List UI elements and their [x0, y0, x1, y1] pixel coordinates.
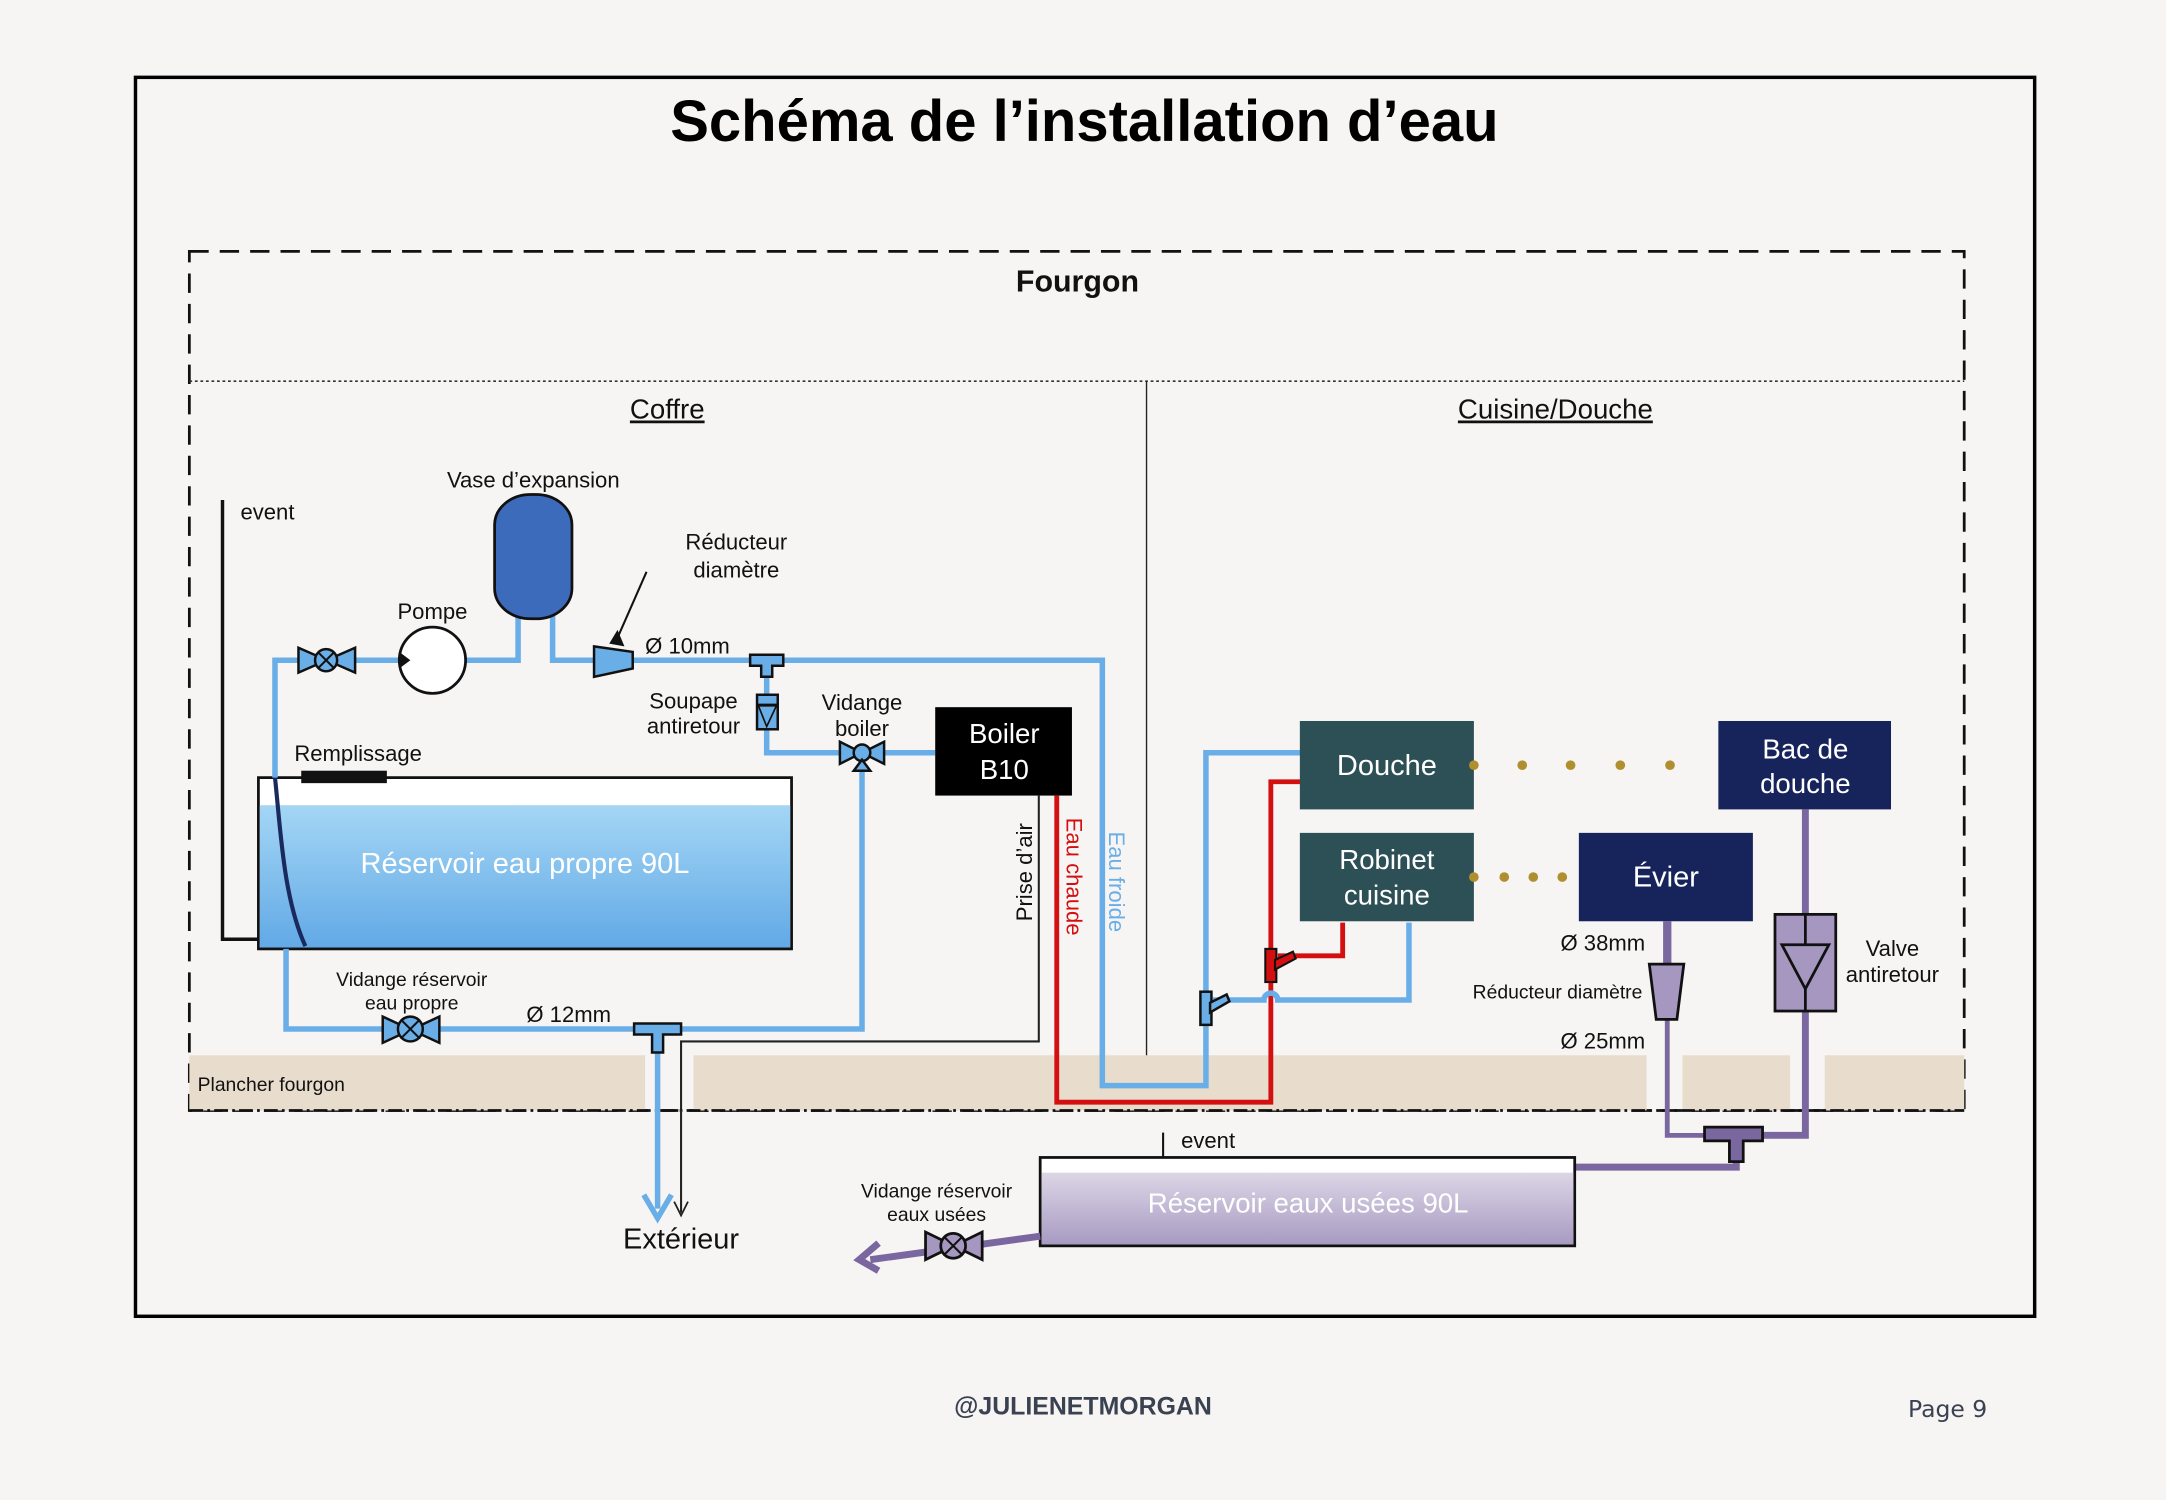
waste-check-valve-label-2: antiretour [1846, 962, 1939, 987]
waste-vent-label: event [1181, 1128, 1235, 1153]
tap-to-sink-connector [1469, 872, 1568, 882]
cold-pipe-boiler-drain [283, 762, 865, 1032]
clean-water-tank-label: Réservoir eau propre 90L [361, 848, 690, 880]
clean-drain-label-1: Vidange réservoir [336, 970, 488, 991]
tee-fitting-check [748, 653, 785, 679]
check-valve-label-2: antiretour [647, 713, 740, 738]
shower-tray-label-1: Bac de [1762, 733, 1848, 764]
shower-tray [1718, 720, 1892, 810]
sink-label: Évier [1633, 861, 1699, 894]
cold-water-label: Eau froide [1104, 831, 1129, 932]
shower-tray-label-2: douche [1760, 768, 1851, 799]
waste-check-valve-icon [1773, 912, 1838, 1013]
air-intake-arrowhead [673, 1201, 689, 1218]
reducer-label-2: diamètre [693, 557, 779, 582]
section-label-cuisine: Cuisine/Douche [1458, 394, 1653, 425]
boiler-label-1: Boiler [969, 718, 1040, 749]
waste-tee-fitting [1703, 1125, 1764, 1163]
hot-water-label: Eau chaude [1061, 818, 1086, 936]
kitchen-tap-label-2: cuisine [1344, 880, 1430, 911]
clean-tank-drain-valve[interactable] [381, 1014, 441, 1045]
check-valve-label-1: Soupape [649, 689, 737, 714]
waste-water-tank-label: Réservoir eaux usées 90L [1148, 1188, 1469, 1219]
check-valve-icon [755, 693, 779, 731]
fill-inlet [301, 770, 387, 784]
boiler [935, 707, 1072, 796]
footer-handle: @JULIENETMORGAN [954, 1392, 1212, 1420]
gate-valve-main[interactable] [297, 645, 357, 675]
pump-icon [397, 625, 467, 695]
boiler-label-2: B10 [980, 754, 1029, 785]
cold-pipe-vessel-out [549, 614, 595, 663]
air-intake-line [680, 795, 1040, 1213]
boiler-drain-label-1: Vidange [822, 690, 903, 715]
vehicle-label: Fourgon [1016, 264, 1139, 298]
clean-drain-label-2: eau propre [365, 994, 459, 1015]
waste-reducer-label: Réducteur diamètre [1473, 983, 1643, 1004]
waste-check-valve-label-1: Valve [1866, 936, 1920, 961]
diameter-10-label: Ø 10mm [645, 633, 730, 658]
vent-label: event [240, 499, 294, 524]
cold-pipe-suction [272, 657, 401, 778]
outer-frame [133, 75, 2037, 1319]
cold-pipe-pump-out [465, 614, 521, 663]
boiler-drain-valve[interactable] [838, 739, 886, 772]
hot-pipe-shower [1268, 779, 1302, 974]
diameter-38-label: Ø 38mm [1560, 930, 1645, 955]
page-title: Schéma de l’installation d’eau [670, 89, 1498, 154]
diameter-12-label: Ø 12mm [526, 1002, 611, 1027]
pump-label: Pompe [397, 599, 467, 624]
waste-drain-arrowhead [853, 1240, 881, 1274]
floor-label: Plancher fourgon [198, 1075, 345, 1096]
waste-drain-label-1: Vidange réservoir [861, 1182, 1013, 1203]
sink [1578, 832, 1753, 922]
exterior-arrow-cold [641, 1193, 674, 1224]
exterior-label: Extérieur [623, 1224, 739, 1256]
shower-fixture [1299, 720, 1474, 810]
footer-page-number: Page 9 [1908, 1395, 1987, 1423]
hot-pipe-kitchen [1277, 922, 1346, 959]
waste-reducer [1647, 962, 1686, 1021]
reducer-pointer-arrow [615, 571, 648, 642]
shower-to-tray-connector [1469, 760, 1675, 771]
dip-tube [272, 777, 308, 947]
tee-fitting-hot [1264, 947, 1298, 984]
waste-water-level [1041, 1172, 1574, 1245]
cold-pipe-main [632, 657, 1302, 1089]
cold-pipe-kitchen [1212, 922, 1412, 1003]
diameter-25-label: Ø 25mm [1560, 1028, 1645, 1053]
vent-line [220, 500, 259, 941]
kitchen-tap-fixture [1299, 832, 1474, 922]
fill-label: Remplissage [294, 741, 422, 766]
kitchen-tap-label-1: Robinet [1339, 844, 1434, 875]
air-intake-label: Prise d’air [1012, 823, 1037, 921]
expansion-vessel [493, 493, 574, 621]
boiler-drain-label-2: boiler [835, 716, 889, 741]
shower-label: Douche [1337, 750, 1437, 782]
waste-drain-label-2: eaux usées [887, 1205, 986, 1226]
reducer-arrowhead [609, 629, 625, 647]
reducer-label-1: Réducteur [685, 530, 787, 555]
tee-fitting-cold [1199, 990, 1231, 1027]
vehicle-zone [187, 250, 1966, 1112]
tee-fitting-drain [632, 1022, 683, 1054]
waste-drain-valve[interactable] [924, 1229, 984, 1262]
clean-water-level [259, 805, 791, 948]
expansion-vessel-label: Vase d’expansion [447, 468, 620, 493]
section-label-coffre: Coffre [630, 394, 705, 425]
hot-pipe-main [1054, 795, 1274, 1105]
reducer-fitting [592, 644, 634, 679]
